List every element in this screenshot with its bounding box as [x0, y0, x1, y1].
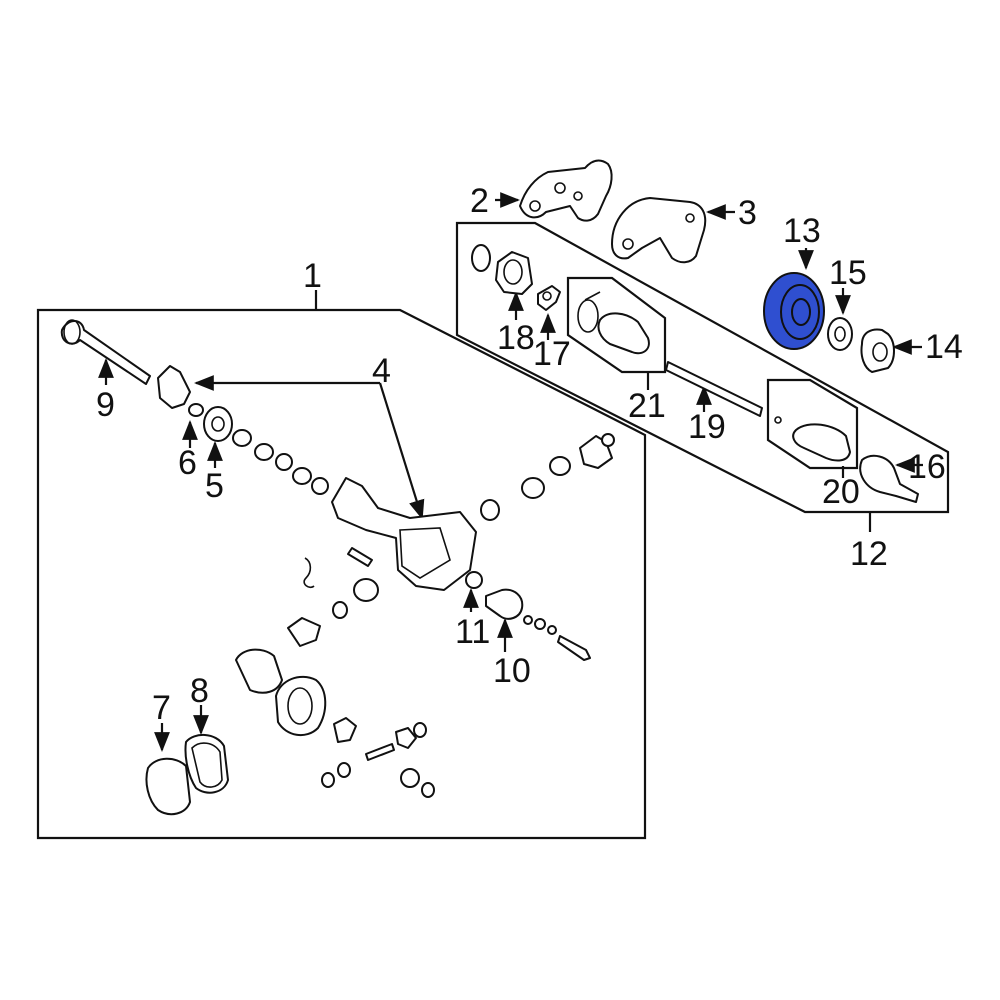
callout-4: 4	[372, 352, 391, 390]
bracket-part-3	[611, 197, 707, 264]
callout-11: 11	[455, 613, 490, 651]
callout-15: 15	[829, 254, 867, 292]
callout-10: 10	[493, 652, 531, 690]
inner-joint-housing-part-18	[495, 251, 533, 295]
cover-part-7	[145, 757, 191, 816]
spider-gears	[321, 717, 435, 798]
callout-13: 13	[783, 212, 821, 250]
seal-ring	[471, 244, 491, 272]
bushing-a	[480, 499, 500, 521]
bushing-b	[521, 477, 545, 499]
differential-housing-part-4	[331, 477, 477, 591]
washer-part-15	[827, 317, 853, 351]
callout-12: 12	[850, 535, 888, 573]
callout-5: 5	[205, 467, 224, 505]
callout-18: 18	[497, 319, 535, 357]
nut-washer-set	[523, 615, 557, 635]
pinion-gear	[287, 617, 321, 647]
clip	[303, 557, 315, 589]
bearing-part-14	[860, 328, 895, 373]
outer-joint-boot-kit-frame	[766, 378, 859, 470]
bushing-c	[549, 456, 571, 476]
ring-gear	[275, 675, 327, 737]
washer-part-11	[465, 571, 483, 589]
cap-part	[353, 578, 379, 602]
callout-9: 9	[96, 386, 115, 424]
tripod-part-17	[537, 285, 561, 311]
outer-cv-joint-part-16	[859, 454, 919, 503]
ring-part-6	[188, 403, 204, 417]
callout-17: 17	[533, 335, 571, 373]
callout-21: 21	[628, 387, 666, 425]
callout-14: 14	[925, 328, 963, 366]
bracket-part-4-left	[157, 365, 191, 409]
axle-shaft-part-19	[665, 361, 763, 417]
callout-3: 3	[738, 194, 757, 232]
outer-boot	[792, 423, 851, 462]
callout-8: 8	[190, 672, 209, 710]
seal-part-5	[203, 406, 233, 442]
highlighted-part-13[interactable]	[763, 272, 825, 350]
bolt-part	[557, 635, 591, 661]
pin-stud	[347, 547, 373, 567]
differential-case	[235, 648, 283, 694]
callout-labels: 1 2 3 4 5 6 7 8 9 10 11 12 13 14 15 16 1…	[96, 182, 963, 727]
pinion-flange-part-10	[485, 588, 524, 620]
callout-2: 2	[470, 182, 489, 220]
callout-16: 16	[908, 448, 946, 486]
inner-boot	[597, 312, 650, 355]
inner-joint-boot-kit-frame	[566, 276, 667, 374]
washer-small	[332, 601, 348, 619]
bracket-part-2	[519, 159, 613, 222]
callout-7: 7	[152, 689, 171, 727]
callout-20: 20	[822, 473, 860, 511]
callout-1: 1	[303, 257, 322, 295]
halfshaft-assembly-frame	[455, 221, 950, 514]
leader-lines	[98, 192, 923, 752]
callout-19: 19	[688, 408, 726, 446]
axle-shaft-part-9	[60, 320, 151, 385]
axle-assembly-frame	[36, 308, 647, 840]
callout-6: 6	[178, 444, 197, 482]
bearing-stack-left	[232, 429, 329, 495]
